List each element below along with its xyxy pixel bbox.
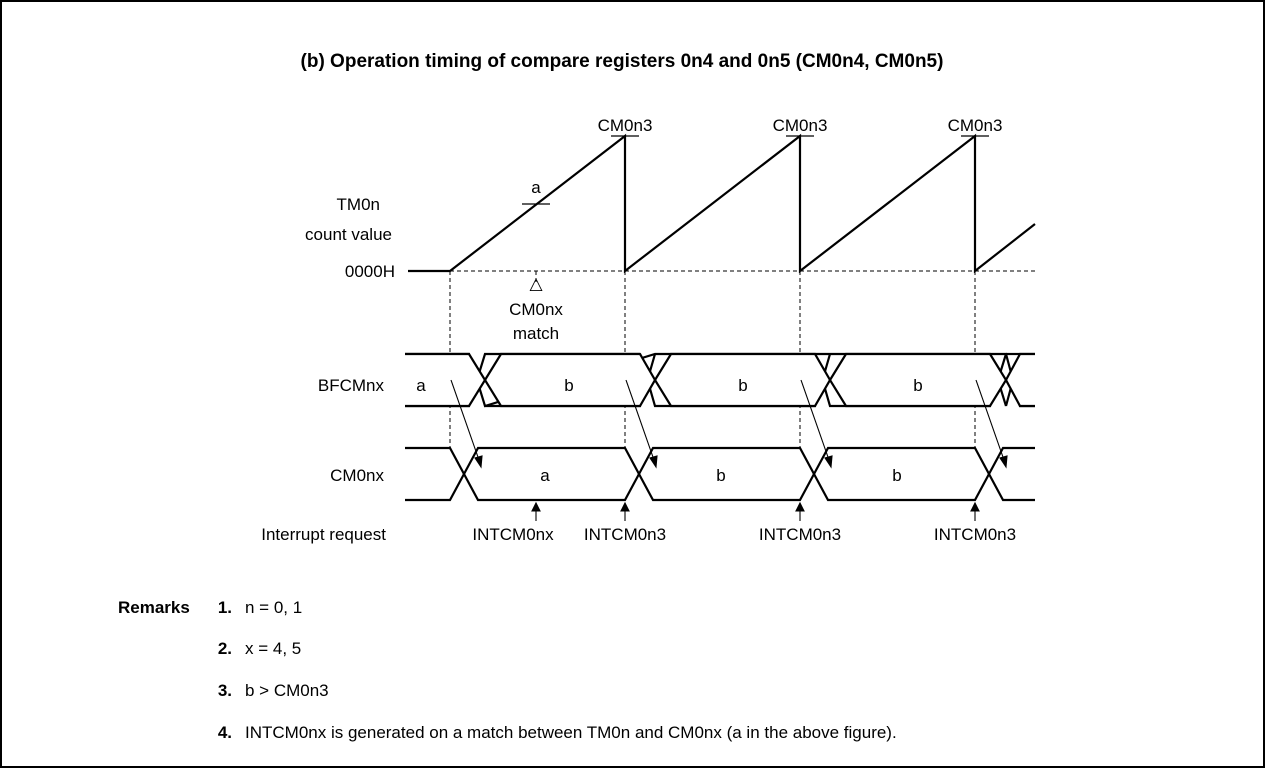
remark-num-3: 3. (218, 681, 232, 700)
remark-text-2: x = 4, 5 (245, 639, 301, 658)
remark-text-1: n = 0, 1 (245, 598, 302, 617)
cm-bus-shape (405, 446, 1035, 502)
svg-text:a: a (416, 376, 426, 395)
match-marker: △ (529, 274, 543, 293)
remarks-heading: Remarks (118, 598, 190, 617)
remark-num-1: 1. (218, 598, 232, 617)
svg-text:INTCM0n3: INTCM0n3 (934, 525, 1016, 544)
interrupt-labels: INTCM0nx INTCM0n3 INTCM0n3 INTCM0n3 (472, 525, 1016, 544)
cm-label: CM0nx (330, 466, 384, 485)
remark-text-3: b > CM0n3 (245, 681, 329, 700)
interrupt-label: Interrupt request (261, 525, 386, 544)
svg-text:CM0n3: CM0n3 (948, 116, 1003, 135)
bfcm-label: BFCMnx (318, 376, 385, 395)
remarks: Remarks 1. n = 0, 1 2. x = 4, 5 3. b > C… (118, 598, 897, 742)
bfcm-values: a b b b (416, 376, 922, 395)
interrupt-arrows (531, 501, 980, 521)
remark-text-4: INTCM0nx is generated on a match between… (245, 723, 897, 742)
svg-text:CM0n3: CM0n3 (598, 116, 653, 135)
zero-label: 0000H (345, 262, 395, 281)
svg-text:INTCM0n3: INTCM0n3 (584, 525, 666, 544)
cm-values: a b b (540, 466, 901, 485)
svg-text:b: b (913, 376, 922, 395)
svg-text:b: b (892, 466, 901, 485)
match-label-line1: CM0nx (509, 300, 563, 319)
svg-text:INTCM0nx: INTCM0nx (472, 525, 554, 544)
cm0n3-peak-labels: CM0n3 CM0n3 CM0n3 (598, 116, 1003, 137)
figure-title: (b) Operation timing of compare register… (301, 51, 944, 72)
svg-text:a: a (540, 466, 550, 485)
match-label-line2: match (513, 324, 559, 343)
svg-text:INTCM0n3: INTCM0n3 (759, 525, 841, 544)
svg-text:b: b (738, 376, 747, 395)
point-a-label: a (531, 178, 541, 197)
svg-text:CM0n3: CM0n3 (773, 116, 828, 135)
svg-text:b: b (564, 376, 573, 395)
count-waveform (408, 133, 1036, 274)
remark-num-4: 4. (218, 723, 232, 742)
bfcm-bus-shape (405, 352, 1035, 408)
transfer-arrows (450, 379, 1008, 469)
tm-label-line2: count value (305, 225, 392, 244)
tm-label-line1: TM0n (337, 195, 380, 214)
svg-text:b: b (716, 466, 725, 485)
remark-num-2: 2. (218, 639, 232, 658)
